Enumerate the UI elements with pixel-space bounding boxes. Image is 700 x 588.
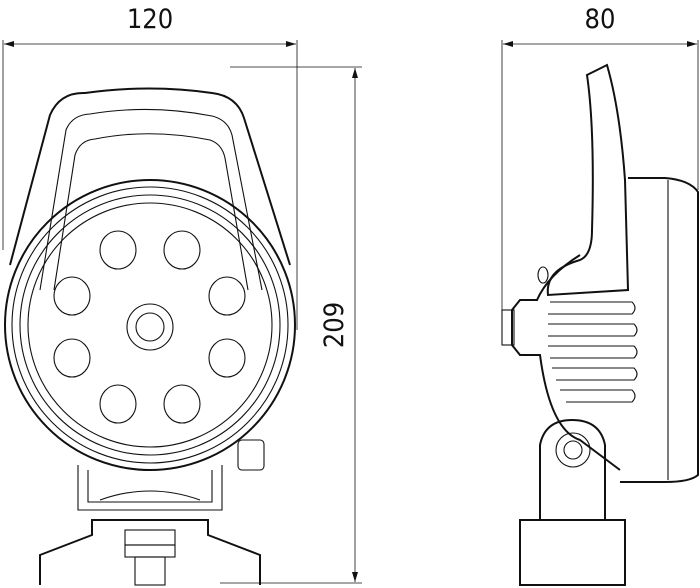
bolt [134, 556, 166, 586]
fin [560, 389, 636, 403]
housing-front [511, 254, 621, 471]
washer [124, 544, 176, 558]
fin [548, 323, 638, 337]
swivel-joint [539, 418, 606, 520]
nut [124, 529, 176, 546]
center-led [135, 312, 165, 342]
bracket-inner-1 [39, 108, 263, 291]
dimension-width: 120 [2, 4, 298, 330]
cooling-fins [548, 301, 638, 403]
handle-bracket [546, 63, 630, 297]
led [99, 384, 137, 424]
led [208, 338, 246, 378]
center-led-outer [126, 303, 174, 351]
base-plate [39, 519, 261, 585]
dimension-label-depth: 80 [585, 4, 616, 35]
dimension-height: 209 [220, 66, 362, 584]
dimension-label-height: 209 [319, 302, 350, 348]
led [53, 276, 91, 316]
bracket-outer [9, 87, 291, 266]
lamp-bezel [19, 194, 281, 456]
fin [548, 301, 636, 315]
led-array [53, 230, 246, 424]
housing-back [620, 177, 699, 483]
side-screw [237, 439, 265, 471]
screw-hole [537, 266, 549, 284]
swivel-bolt [563, 440, 583, 460]
mount-foot [519, 519, 626, 586]
lens-edge [501, 309, 515, 346]
led [163, 384, 201, 424]
led [208, 276, 246, 316]
lamp-ring [11, 186, 289, 464]
led [99, 230, 137, 270]
fin [548, 345, 638, 359]
fin [552, 367, 638, 381]
led [53, 338, 91, 378]
dimension-label-width: 120 [127, 4, 173, 35]
front-view [4, 87, 296, 586]
mount-base [39, 439, 265, 586]
swivel-bolt-head [555, 432, 591, 468]
dimension-depth: 80 [501, 4, 699, 330]
lamp-housing [4, 179, 296, 471]
lamp-lens [27, 202, 273, 448]
led [163, 230, 201, 270]
side-view [501, 63, 699, 586]
mount-bracket-frame [77, 465, 223, 511]
bracket-inner-2 [53, 133, 249, 291]
mount-curve [99, 490, 201, 501]
mount-bracket-inner [87, 470, 213, 503]
